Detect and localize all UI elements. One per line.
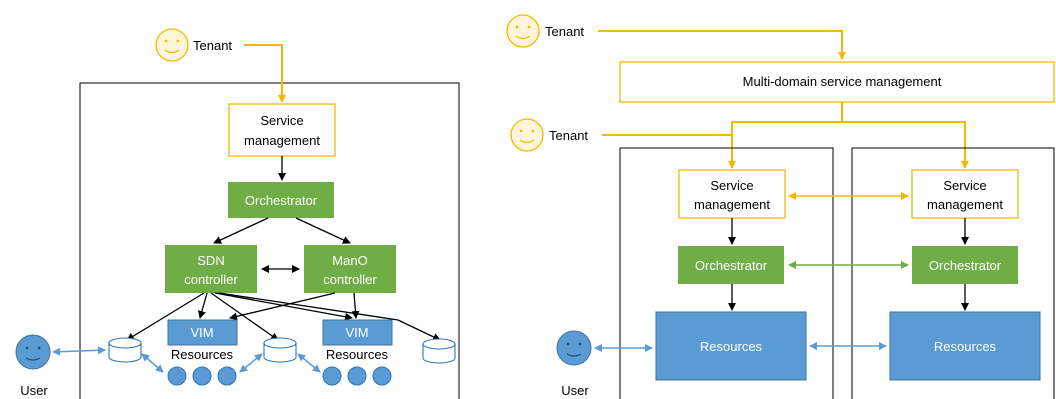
left-mano-controller-line2: controller xyxy=(323,272,377,287)
right-tenant-mid-label: Tenant xyxy=(549,128,588,143)
left-resources2-label: Resources xyxy=(326,347,389,362)
right-domain-a-orchestrator-label: Orchestrator xyxy=(695,258,768,273)
left-domain-box xyxy=(79,82,460,399)
left-data-plane-links xyxy=(141,353,321,373)
right-domain-a-sm-line2: management xyxy=(694,197,770,212)
right-domain-b-resources-label: Resources xyxy=(934,339,997,354)
right-user-smiley-icon xyxy=(556,330,592,366)
right-domain-a-service-management-box xyxy=(678,169,786,219)
right-domain-b-orchestrator-box xyxy=(912,246,1018,284)
right-domain-b-sm-line1: Service xyxy=(943,178,986,193)
right-domain-a-box xyxy=(619,147,834,399)
left-vim1-box xyxy=(167,319,238,346)
left-orch-to-sdn-arrow xyxy=(213,217,269,244)
left-mano-to-vim1-arrow xyxy=(229,292,336,321)
left-user-smiley-icon xyxy=(15,334,51,370)
left-vim2-label: VIM xyxy=(345,325,368,340)
right-domain-b-box xyxy=(851,147,1055,399)
left-switch-2-icon xyxy=(263,337,297,363)
left-orchestrator-box xyxy=(228,182,334,218)
left-orch-to-mano-arrow xyxy=(295,217,351,244)
left-user-label: User xyxy=(20,383,48,398)
right-domain-a-sm-line1: Service xyxy=(710,178,753,193)
right-user-label: User xyxy=(561,383,589,398)
left-mano-to-vim2-arrow xyxy=(351,292,360,319)
multi-domain-service-management-box xyxy=(619,61,1055,103)
left-service-management-line2: management xyxy=(244,133,320,148)
right-tenant-top-label: Tenant xyxy=(545,24,584,39)
left-resources1-label: Resources xyxy=(171,347,234,362)
left-resource-nodes-2 xyxy=(322,366,392,386)
right-multi-domain-branch-b xyxy=(842,121,969,169)
left-tenant-label: Tenant xyxy=(193,38,232,53)
right-tenant-top-smiley-icon xyxy=(506,14,540,48)
left-switch-3-icon xyxy=(422,338,456,364)
left-user-link xyxy=(52,346,106,356)
left-diagram: Tenant Service management Orchestrator S… xyxy=(15,28,460,399)
right-domain-a-orchestrator-box xyxy=(678,246,784,284)
right-tenant-top-line xyxy=(598,30,846,60)
left-vim1-label: VIM xyxy=(190,325,213,340)
right-domain-b-sm-line2: management xyxy=(927,197,1003,212)
right-domain-b-orchestrator-label: Orchestrator xyxy=(929,258,1002,273)
left-vim2-box xyxy=(322,319,393,346)
left-tenant-line xyxy=(244,44,286,103)
right-domain-b-resources-box xyxy=(889,311,1041,381)
left-sdn-controller-line2: controller xyxy=(184,272,238,287)
left-sdn-controller-box xyxy=(165,245,257,293)
left-resource-nodes-1 xyxy=(167,366,237,386)
left-service-management-line1: Service xyxy=(260,113,303,128)
left-switch-1-icon xyxy=(108,337,142,363)
right-domain-a-resources-label: Resources xyxy=(700,339,763,354)
left-tenant-smiley-icon xyxy=(155,28,189,62)
left-orchestrator-label: Orchestrator xyxy=(245,193,318,208)
multi-domain-service-management-label: Multi-domain service management xyxy=(743,74,942,89)
right-multi-domain-branch xyxy=(728,102,843,169)
right-diagram: Tenant Multi-domain service management T… xyxy=(506,14,1055,399)
left-service-management-box xyxy=(228,103,336,157)
left-mano-controller-line1: ManO xyxy=(332,253,367,268)
right-domain-a-resources-box xyxy=(655,311,807,381)
left-sdn-controller-line1: SDN xyxy=(197,253,224,268)
right-domain-b-service-management-box xyxy=(911,169,1019,219)
right-tenant-mid-smiley-icon xyxy=(510,118,544,152)
left-mano-controller-box xyxy=(304,245,396,293)
